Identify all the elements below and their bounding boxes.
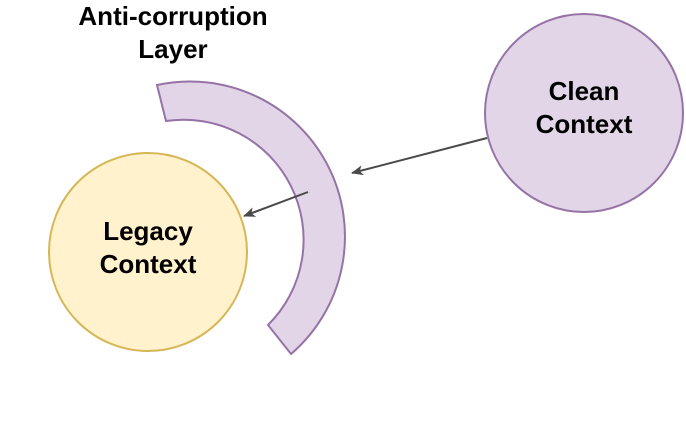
acl-label-line-1: Anti-corruption bbox=[78, 1, 268, 31]
legacy-context-label: Legacy Context bbox=[48, 215, 248, 281]
anti-corruption-layer-arc[interactable] bbox=[155, 80, 346, 356]
clean-label-line-1: Clean bbox=[548, 76, 620, 106]
arrow-clean-to-acl[interactable] bbox=[351, 137, 488, 176]
clean-context-circle[interactable] bbox=[484, 13, 684, 213]
legacy-label-line-2: Context bbox=[99, 249, 197, 279]
legacy-label-line-1: Legacy bbox=[103, 216, 193, 246]
clean-context-label: Clean Context bbox=[484, 75, 684, 141]
anti-corruption-layer-label: Anti-corruption Layer bbox=[62, 0, 284, 66]
legacy-context-circle[interactable] bbox=[48, 152, 248, 352]
arrow-acl-to-legacy[interactable] bbox=[243, 191, 309, 217]
clean-label-line-2: Context bbox=[535, 109, 633, 139]
acl-label-line-2: Layer bbox=[138, 34, 208, 64]
